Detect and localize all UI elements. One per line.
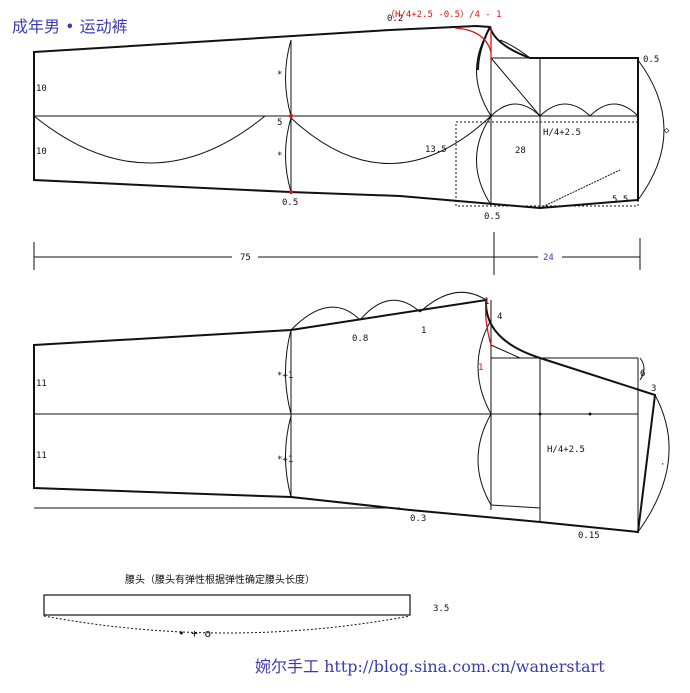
front-star-top: * <box>277 70 282 80</box>
front-hip-arc-3 <box>589 103 639 117</box>
front-crotch-bracket-bottom <box>476 115 492 206</box>
back-knee-bracket-bottom <box>285 415 292 498</box>
front-hip-arc-1 <box>490 103 541 117</box>
waistband-length-arc <box>43 615 411 634</box>
front-knee-dot-top <box>289 114 293 118</box>
dim-left-bg <box>232 250 258 264</box>
front-crotch-bracket-top <box>476 26 492 117</box>
back-hem-bracket <box>637 394 670 533</box>
page-title: 成年男 • 运动裤 <box>12 17 128 36</box>
back-seam-arc-1 <box>290 306 361 331</box>
back-panel <box>33 291 670 534</box>
front-hip-diagonal-1 <box>490 57 541 117</box>
waistband-caption: 腰头（腰头有弹性根据弹性确定腰头长度） <box>125 573 315 586</box>
front-red-curve <box>454 27 492 53</box>
watermark: 婉尔手工 http://blog.sina.com.cn/wanerstart <box>255 657 605 676</box>
back-val-1-top: 1 <box>484 297 489 307</box>
back-knee-bracket-top <box>285 329 292 415</box>
back-inseam <box>490 504 541 509</box>
waistband-height: 3.5 <box>433 604 449 614</box>
front-crotch-formula: （H/4+2.5 -0.5）/4 - 1 <box>386 9 502 20</box>
back-seam-arc-3 <box>419 291 487 313</box>
back-label-bottom: 11 <box>36 451 47 461</box>
dim-right-bg <box>538 250 562 264</box>
waistband-rect <box>43 594 411 616</box>
front-arc-left <box>33 115 266 164</box>
front-knee-bracket-top <box>285 39 292 117</box>
front-label-top: 10 <box>36 84 47 94</box>
back-val-0-8: 0.8 <box>352 334 368 344</box>
back-crotch-bracket-bottom <box>477 413 492 506</box>
front-side-bracket <box>637 59 665 201</box>
front-pocket-line <box>539 169 621 209</box>
back-outline <box>33 298 657 534</box>
back-val-0-15: 0.15 <box>578 531 600 541</box>
front-panel <box>33 24 665 210</box>
front-star-bottom: * <box>277 151 282 161</box>
back-seam-arc-2 <box>359 299 421 321</box>
back-star-bottom: *+1 <box>277 455 293 465</box>
front-knee-bracket-bottom <box>285 117 292 193</box>
front-val-0-2: 0.2 <box>387 14 403 24</box>
back-val-1-red: 1 <box>478 363 483 373</box>
back-dot-mark: · <box>660 460 665 470</box>
back-seam-line <box>290 299 487 331</box>
back-hip-diag <box>490 344 521 359</box>
dimension-right: 24 <box>543 253 554 263</box>
front-val-0-5-right: 0.5 <box>643 55 659 65</box>
dimension-left: 75 <box>240 253 251 263</box>
back-star-top: *+1 <box>277 371 293 381</box>
front-circle-mark: ◇ <box>664 126 670 136</box>
front-val-28: 28 <box>515 146 526 156</box>
front-val-0-5-knee: 0.5 <box>282 198 298 208</box>
back-label-top: 11 <box>36 379 47 389</box>
front-hip-arc-2 <box>539 103 591 117</box>
back-hip-formula: H/4+2.5 <box>547 445 585 455</box>
waistband-length: • + o <box>178 627 211 640</box>
back-red-curve <box>484 299 492 346</box>
back-val-3: 3 <box>651 384 656 394</box>
back-val-1-seam: 1 <box>421 326 426 336</box>
front-outline <box>33 24 639 210</box>
front-val-5: 5 <box>277 118 282 128</box>
back-side-bracket <box>639 357 645 381</box>
back-crotch-bracket-top <box>477 319 492 415</box>
front-val-0-5-crotch: 0.5 <box>484 212 500 222</box>
back-val-4: 4 <box>497 312 502 322</box>
back-knee-dot <box>538 412 542 416</box>
front-val-5-5: 5.5 <box>612 195 628 205</box>
front-val-135: 13.5 <box>425 145 447 155</box>
front-dashed-box <box>455 121 639 207</box>
front-crotch-notch <box>499 39 531 59</box>
back-val-6: 6 <box>640 369 645 379</box>
front-label-bottom: 10 <box>36 147 47 157</box>
front-arc-mid <box>290 115 492 164</box>
back-hip-dot <box>588 412 592 416</box>
front-hip-formula: H/4+2.5 <box>543 128 581 138</box>
front-knee-dot-bottom <box>289 190 293 194</box>
back-val-0-3: 0.3 <box>410 514 426 524</box>
